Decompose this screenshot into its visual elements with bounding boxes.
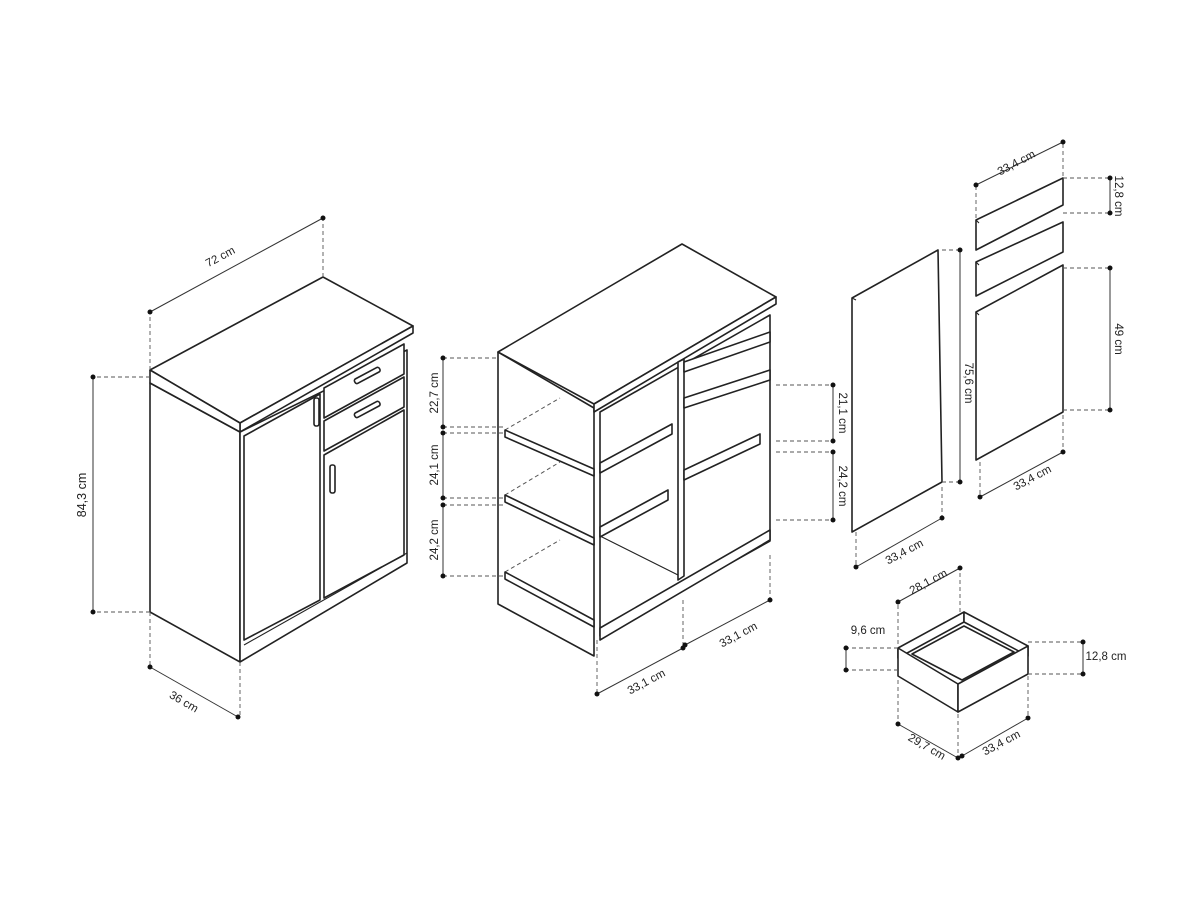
front-door-height-label: 49 cm (1112, 323, 1124, 354)
drawer-box: 28,1 cm 9,6 cm 12,8 cm 29,7 cm 33,4 cm (843, 565, 1127, 763)
cabinet-plinth (243, 552, 408, 646)
drawer-inner-floor (911, 625, 1015, 681)
carcass-divider (677, 358, 685, 581)
front-drawer-height-label: 12,8 cm (1112, 176, 1124, 217)
side-panel-height-label: 75,6 cm (962, 363, 974, 404)
cabinet-height-label: 84,3 cm (75, 473, 89, 517)
carcass-bottom-left-label: 33,1 cm (626, 667, 668, 697)
front-top-width-label: 33,4 cm (996, 148, 1038, 178)
side-panel-shape (851, 249, 943, 533)
carcass-shelf-right-lower (683, 433, 761, 481)
open-carcass (497, 243, 777, 657)
cabinet-drawer-top (323, 343, 405, 419)
drawer-handle-bottom (353, 400, 381, 419)
cabinet-door-left (243, 393, 321, 641)
carcass-shelf-right-upper (683, 369, 771, 409)
cabinet-width-label: 72 cm (204, 245, 237, 270)
cabinet-depth-label: 36 cm (167, 689, 200, 715)
front-drawer-top (975, 177, 1064, 251)
front-panels: 33,4 cm 12,8 cm 49 cm 33,4 cm (973, 139, 1124, 500)
cabinet-top-edge-side (149, 369, 241, 433)
carcass-shelf-side-upper (504, 429, 595, 477)
front-door (975, 264, 1064, 461)
front-drawer-bottom (975, 221, 1064, 297)
drawer-front-height-label: 12,8 cm (1086, 651, 1127, 663)
assembled-cabinet (149, 276, 414, 663)
carcass-shelf-left-upper (599, 423, 673, 474)
carcass-top-edge (593, 296, 777, 413)
door-handle-right (329, 464, 336, 494)
drawer-depth-label: 29,7 cm (906, 732, 947, 763)
carcass-bottom (599, 529, 771, 641)
carcass-right-bottom-label: 24,2 cm (836, 466, 848, 507)
side-panel-depth-label: 33,4 cm (884, 537, 926, 567)
carcass-left-middle-label: 24,1 cm (429, 445, 441, 486)
drawer-side-height-label: 9,6 cm (851, 625, 886, 637)
side-panel: 75,6 cm 33,4 cm (851, 247, 974, 570)
carcass-left-top-label: 22,7 cm (429, 373, 441, 414)
carcass-left-bottom-label: 24,2 cm (429, 520, 441, 561)
carcass-right-top-label: 21,1 cm (836, 393, 848, 434)
drawer-handle-top (353, 366, 381, 385)
drawer-inner-width-label: 28,1 cm (908, 567, 950, 597)
carcass-side-left (497, 351, 595, 657)
door-handle-left (313, 397, 320, 427)
carcass-shelf-left-lower (599, 489, 669, 538)
carcass-shelf-right-top (683, 331, 771, 373)
carcass-shelf-side-lower (504, 571, 595, 628)
carcass-shelf-side-middle (504, 494, 595, 546)
